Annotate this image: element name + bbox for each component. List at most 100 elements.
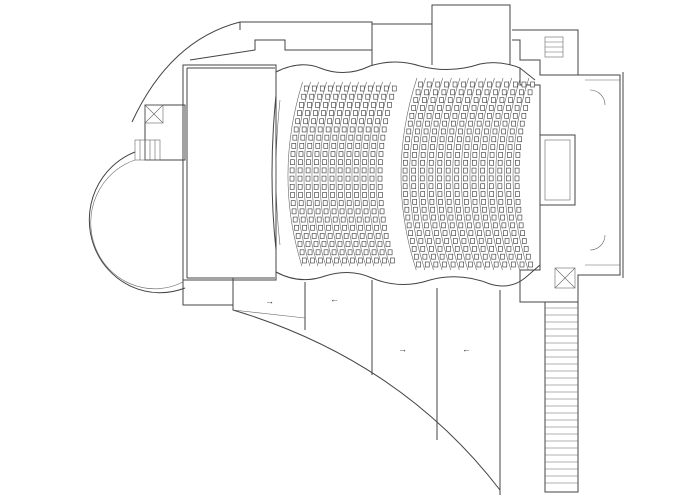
seat [326, 257, 331, 264]
seat [514, 175, 520, 182]
seat [492, 222, 498, 229]
seat [372, 216, 378, 223]
seat [461, 238, 467, 244]
seat [448, 214, 454, 221]
seat [316, 216, 322, 223]
seat [337, 167, 343, 174]
seat [347, 249, 353, 256]
seat [363, 143, 369, 149]
top-annex [372, 4, 511, 65]
seat [477, 230, 482, 236]
seat [305, 241, 311, 247]
seat [488, 167, 494, 174]
seat [478, 113, 484, 119]
seat [306, 159, 311, 166]
seat [298, 192, 303, 198]
seat [303, 118, 308, 125]
seat [365, 93, 371, 100]
seat [340, 216, 346, 223]
seat [457, 214, 462, 221]
seat [371, 249, 377, 256]
seat [299, 249, 305, 256]
seat [516, 144, 521, 150]
seat [452, 113, 458, 119]
seat [490, 144, 496, 150]
seat [489, 191, 494, 197]
seat [515, 199, 521, 205]
seat [310, 224, 315, 231]
seat [313, 167, 319, 174]
seat [519, 261, 525, 268]
seat [488, 175, 494, 182]
row-step [303, 81, 319, 267]
seat [431, 214, 437, 221]
row-step [287, 81, 303, 267]
seat [456, 206, 461, 213]
seat-row [375, 81, 397, 267]
row-step [367, 81, 383, 267]
seat [292, 216, 298, 223]
seat [506, 175, 511, 182]
seat [421, 206, 427, 213]
seat [378, 192, 383, 198]
seat [458, 128, 463, 135]
seat [481, 199, 486, 205]
seat [527, 89, 533, 96]
seat [359, 118, 364, 125]
seat [321, 241, 327, 247]
seat [332, 216, 338, 223]
seat [471, 167, 477, 174]
seat [413, 97, 419, 103]
seat [480, 246, 486, 252]
seat [487, 113, 492, 119]
seat [412, 152, 417, 158]
seat [297, 183, 303, 190]
seat [465, 253, 471, 260]
seat [454, 246, 460, 252]
seat [354, 151, 360, 157]
seat [422, 136, 428, 143]
seat [437, 246, 443, 252]
seat [298, 200, 304, 206]
seat [381, 93, 387, 100]
seat-row [295, 81, 317, 267]
seat [508, 136, 514, 143]
seat [347, 208, 353, 215]
seat [301, 93, 307, 100]
seat [375, 233, 381, 239]
seat [465, 136, 471, 143]
seat [426, 113, 432, 119]
seat [422, 97, 427, 103]
seat [464, 144, 470, 150]
seat [431, 253, 436, 260]
seat [444, 81, 449, 88]
seat [371, 208, 377, 215]
seat [411, 159, 417, 166]
seat [420, 183, 425, 190]
seat [365, 126, 371, 133]
seat [371, 102, 376, 108]
seat-row [319, 81, 341, 267]
seat [481, 144, 487, 150]
seat [347, 102, 352, 108]
seat [427, 238, 432, 244]
seat [463, 152, 469, 158]
seat [331, 143, 337, 149]
seat [510, 222, 515, 229]
row-step [359, 81, 375, 267]
seat [519, 89, 524, 96]
seat [456, 144, 461, 150]
seat [459, 120, 465, 127]
seat [403, 191, 408, 197]
seat [289, 167, 295, 174]
seat [449, 222, 455, 229]
seat [457, 253, 462, 260]
seat [349, 126, 355, 133]
seat [420, 246, 426, 252]
seat [330, 200, 336, 206]
seat [467, 89, 473, 96]
seat [318, 257, 323, 264]
seat [383, 118, 388, 125]
seat [406, 128, 412, 135]
